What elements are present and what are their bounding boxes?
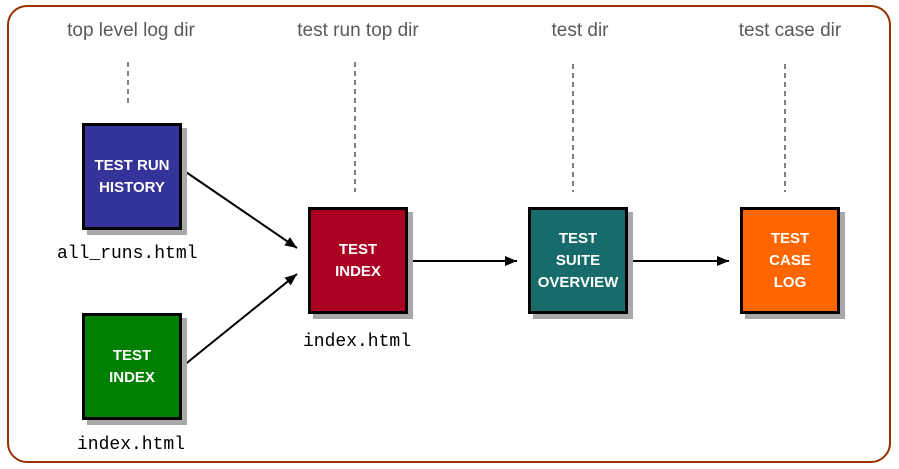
column-header-top-level-log-dir: top level log dir (67, 20, 195, 41)
node-test-suite-overview: TEST SUITE OVERVIEW (528, 207, 628, 314)
node-label-line: TEST RUN (94, 156, 170, 174)
node-test-run-history: TEST RUN HISTORY (82, 123, 182, 230)
node-label-line: CASE (769, 251, 811, 269)
node-label-line: SUITE (555, 251, 601, 269)
diagram-frame-border (7, 5, 891, 463)
node-label-line: TEST (558, 229, 598, 247)
node-label-line: TEST (112, 346, 152, 364)
node-label-line: INDEX (109, 368, 155, 386)
node-label-line: TEST (770, 229, 810, 247)
node-label-line: LOG (773, 273, 807, 291)
node-label-line: TEST (338, 240, 378, 258)
node-test-index-run: TEST INDEX (308, 207, 408, 314)
node-label-line: OVERVIEW (537, 273, 619, 291)
node-test-index-top-level: TEST INDEX (82, 313, 182, 420)
node-label-line: INDEX (335, 262, 381, 280)
node-label-line: HISTORY (99, 178, 165, 196)
file-label-index-html-top-level: index.html (77, 435, 186, 455)
file-label-index-html-run: index.html (303, 332, 412, 352)
column-header-test-run-top-dir: test run top dir (297, 20, 419, 41)
column-header-test-dir: test dir (551, 20, 609, 41)
column-header-test-case-dir: test case dir (738, 20, 842, 41)
file-label-all-runs-html: all_runs.html (57, 244, 198, 264)
node-test-case-log: TEST CASE LOG (740, 207, 840, 314)
